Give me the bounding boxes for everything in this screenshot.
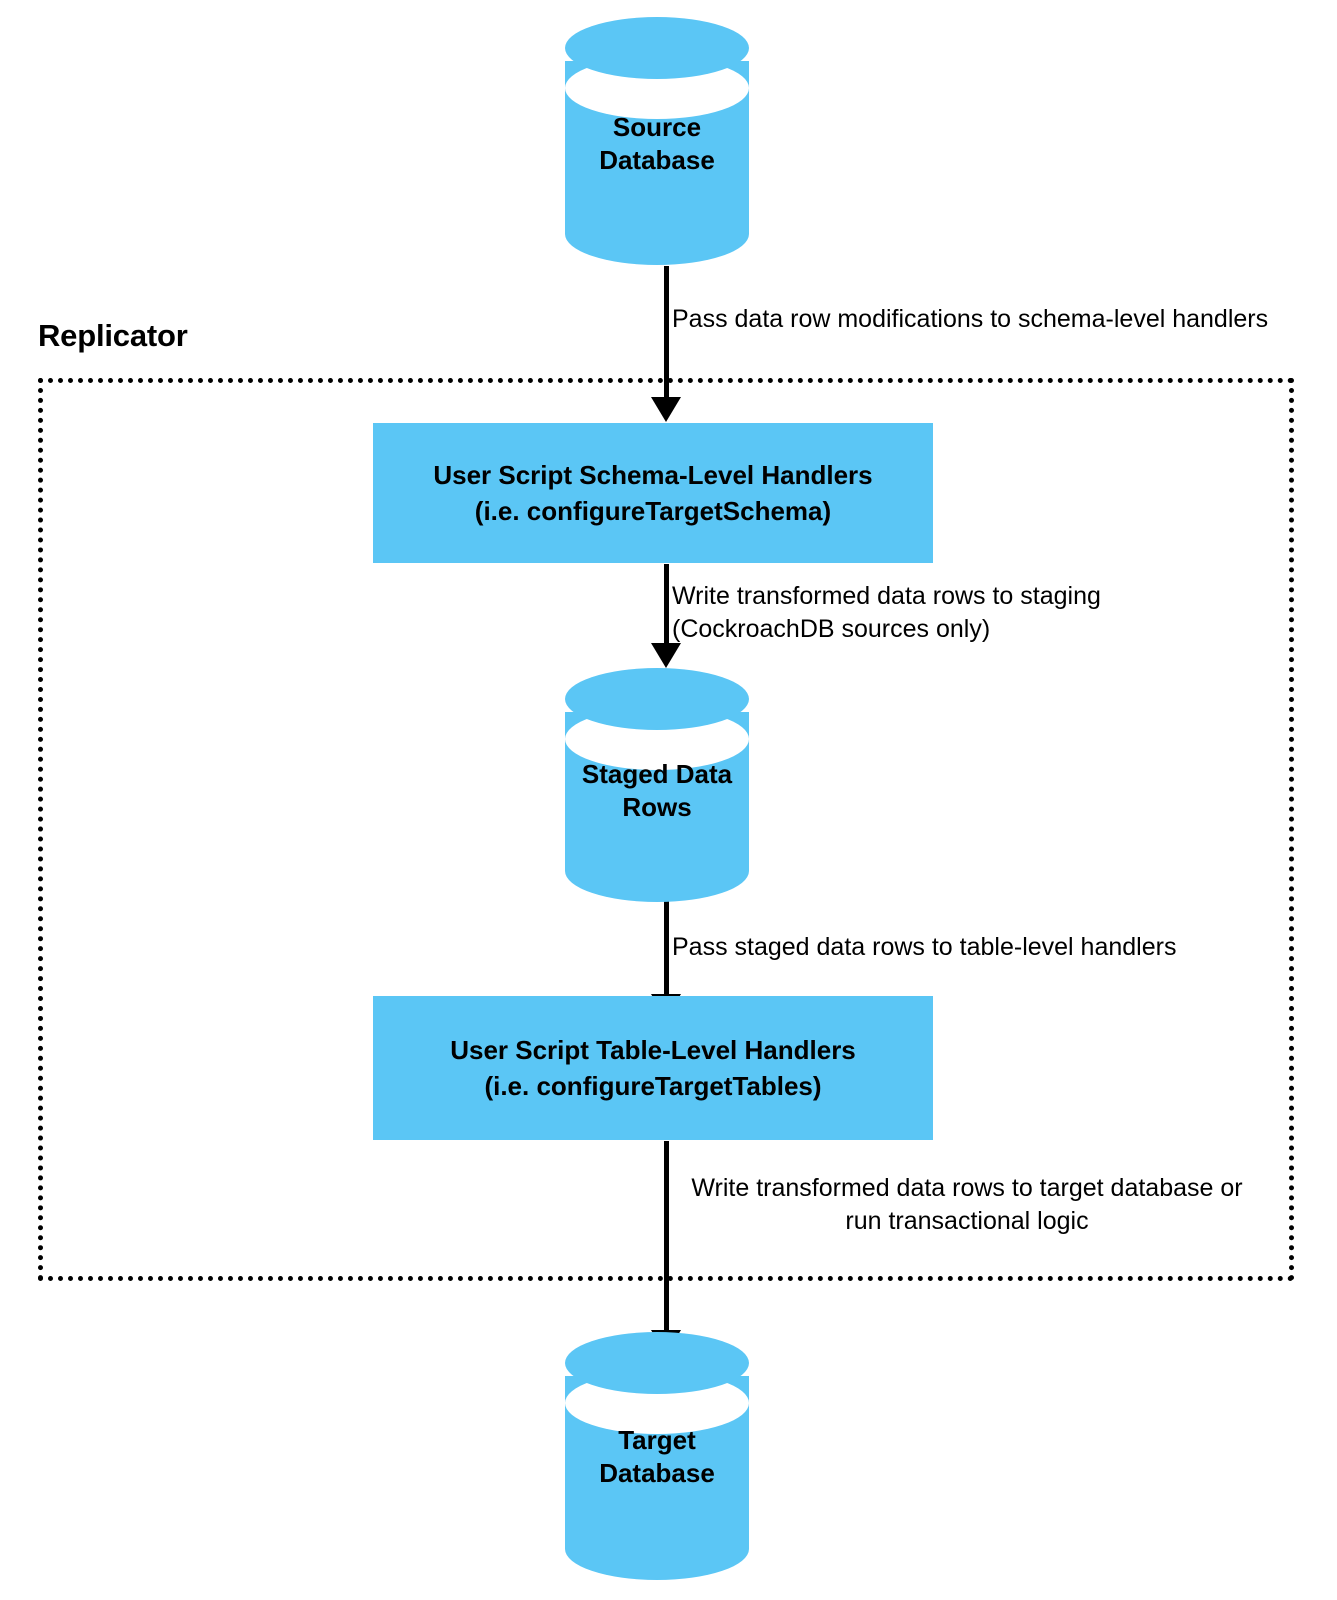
node-label-target-database: Target Database (599, 1425, 715, 1488)
arrow-table-to-target (651, 1141, 681, 1355)
arrowhead-icon (651, 643, 681, 668)
node-label-staged-data-rows: Staged Data Rows (581, 759, 733, 822)
edge-label-source-to-schema: Pass data row modifications to schema-le… (672, 305, 1269, 333)
edge-label-staged-to-table: Pass staged data rows to table-level han… (672, 933, 1177, 961)
arrow-schema-to-staged (651, 564, 681, 668)
node-schema-level-handlers[interactable]: User Script Schema-Level Handlers (i.e. … (373, 423, 933, 563)
node-table-level-handlers[interactable]: User Script Table-Level Handlers (i.e. c… (373, 996, 933, 1140)
node-label-table-level-handlers: User Script Table-Level Handlers (i.e. c… (450, 1035, 856, 1101)
arrow-staged-to-table (651, 900, 681, 1019)
arrowhead-icon (651, 397, 681, 422)
node-target-database[interactable]: Target Database (565, 1332, 749, 1580)
cylinder-top-ellipse (565, 1332, 749, 1394)
node-label-schema-level-handlers: User Script Schema-Level Handlers (i.e. … (433, 460, 873, 526)
cylinder-top-ellipse (565, 668, 749, 730)
node-source-database[interactable]: Source Database (565, 17, 749, 265)
node-label-source-database: Source Database (599, 112, 715, 175)
arrow-source-to-schema (651, 266, 681, 422)
edge-label-schema-to-staged: Write transformed data rows to staging (… (672, 582, 1101, 643)
group-label-replicator: Replicator (38, 318, 188, 353)
cylinder-top-ellipse (565, 17, 749, 79)
edge-label-table-to-target: Write transformed data rows to target da… (691, 1174, 1243, 1235)
node-staged-data-rows[interactable]: Staged Data Rows (565, 668, 749, 902)
